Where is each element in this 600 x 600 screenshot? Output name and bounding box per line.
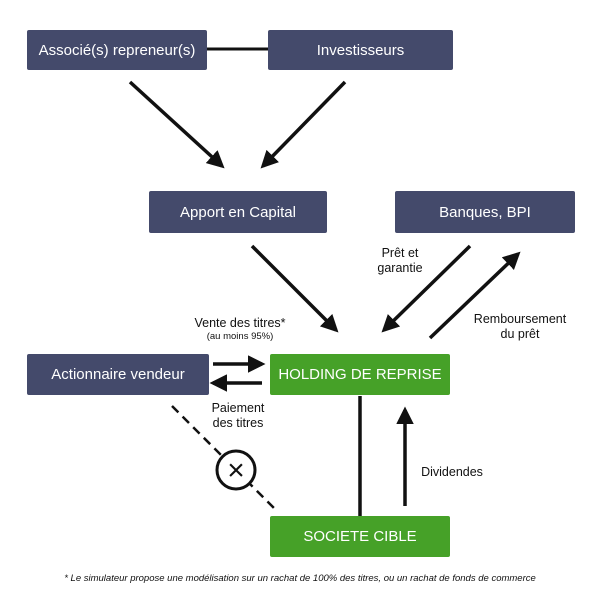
investisseurs-node: Investisseurs <box>268 30 453 70</box>
paiement-line2: des titres <box>212 416 264 430</box>
remboursement-label: Remboursement du prêt <box>460 312 580 342</box>
actionnaire-vendeur-node: Actionnaire vendeur <box>27 354 209 395</box>
footnote: * Le simulateur propose une modélisation… <box>64 573 536 584</box>
apport-label: Apport en Capital <box>180 203 296 221</box>
associes-repreneurs-node: Associé(s) repreneur(s) <box>27 30 207 70</box>
remb-line1: Remboursement <box>473 312 567 326</box>
pret-garantie-label: Prêt et garantie <box>360 246 440 276</box>
investisseurs-label: Investisseurs <box>316 41 405 59</box>
paiement-line1: Paiement <box>211 401 265 415</box>
banques-label: Banques, BPI <box>439 203 531 221</box>
dividendes-label: Dividendes <box>412 465 492 480</box>
blocked-circle <box>215 449 257 491</box>
holding-label: HOLDING DE REPRISE <box>278 366 442 383</box>
societe-cible-node: SOCIETE CIBLE <box>270 516 450 557</box>
arrow-holding-to-banques <box>428 251 521 340</box>
holding-reprise-node: HOLDING DE REPRISE <box>270 354 450 395</box>
apport-capital-node: Apport en Capital <box>149 191 327 233</box>
vente-line1: Vente des titres* <box>194 316 286 330</box>
blocked-icon: × <box>227 454 245 487</box>
remb-line2: du prêt <box>500 327 540 341</box>
dividendes-text: Dividendes <box>421 465 483 479</box>
vente-titres-label: Vente des titres* (au moins 95%) <box>180 316 300 342</box>
arrow-banques-to-holding <box>381 244 472 333</box>
banques-bpi-node: Banques, BPI <box>395 191 575 233</box>
pret-line1: Prêt et <box>381 246 419 260</box>
arrow-apport-to-holding <box>250 244 339 333</box>
arrow-investisseurs-to-apport <box>260 80 347 169</box>
actionnaire-label: Actionnaire vendeur <box>51 366 185 383</box>
associes-label: Associé(s) repreneur(s) <box>38 41 196 59</box>
pret-line2: garantie <box>377 261 423 275</box>
vente-line2: (au moins 95%) <box>206 331 274 342</box>
dashed-link-vendeur-cible <box>171 405 276 510</box>
cible-label: SOCIETE CIBLE <box>303 528 417 545</box>
paiement-titres-label: Paiement des titres <box>203 401 273 431</box>
arrow-associes-to-apport <box>128 80 225 169</box>
